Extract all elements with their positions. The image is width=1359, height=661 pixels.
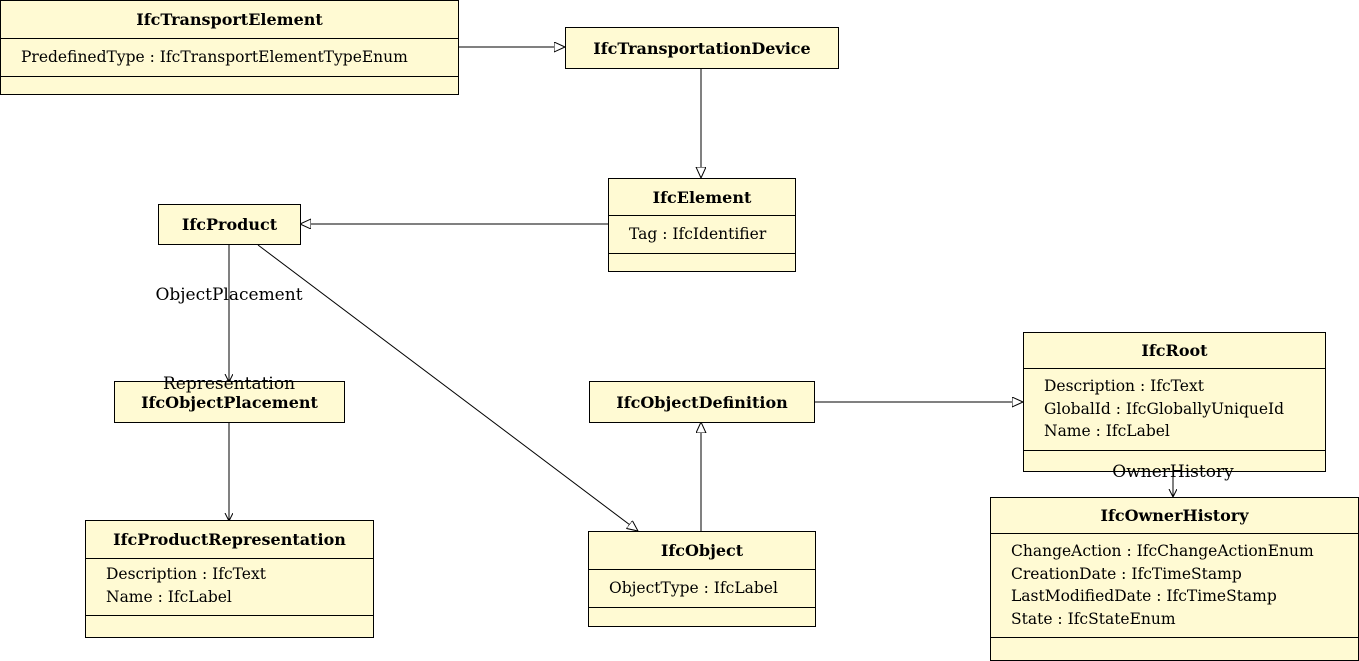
attribute-list: PredefinedType : IfcTransportElementType… bbox=[1, 38, 458, 76]
attribute: Description : IfcText bbox=[1044, 377, 1204, 395]
attribute-list: ObjectType : IfcLabel bbox=[589, 569, 815, 607]
attribute: LastModifiedDate : IfcTimeStamp bbox=[1011, 587, 1277, 605]
operations-compartment bbox=[1024, 449, 1325, 472]
role-label-representation: Representation bbox=[162, 374, 296, 394]
class-ifc-element: IfcElement Tag : IfcIdentifier bbox=[608, 178, 796, 272]
attribute-list: Description : IfcText GlobalId : IfcGlob… bbox=[1024, 368, 1325, 450]
class-name: IfcTransportElement bbox=[136, 10, 323, 29]
attribute-list: Tag : IfcIdentifier bbox=[609, 215, 795, 253]
attribute-list: ChangeAction : IfcChangeActionEnum Creat… bbox=[991, 533, 1358, 637]
attribute: CreationDate : IfcTimeStamp bbox=[1011, 564, 1242, 583]
class-name: IfcObjectDefinition bbox=[616, 392, 788, 412]
operations-compartment bbox=[1, 75, 458, 95]
operations-compartment bbox=[86, 615, 373, 637]
operations-compartment bbox=[609, 252, 795, 272]
attribute: Description : IfcText bbox=[106, 565, 266, 583]
attribute: ObjectType : IfcLabel bbox=[609, 579, 778, 597]
attribute: ChangeAction : IfcChangeActionEnum bbox=[1011, 542, 1314, 560]
class-name: IfcProductRepresentation bbox=[113, 530, 346, 549]
class-ifc-object: IfcObject ObjectType : IfcLabel bbox=[588, 531, 816, 627]
role-label-owner-history: OwnerHistory bbox=[1112, 462, 1234, 482]
operations-compartment bbox=[589, 606, 815, 627]
class-name: IfcTransportationDevice bbox=[593, 38, 811, 58]
attribute: Name : IfcLabel bbox=[106, 587, 232, 606]
attribute: Tag : IfcIdentifier bbox=[629, 225, 767, 243]
attribute: PredefinedType : IfcTransportElementType… bbox=[21, 48, 408, 66]
attribute: Name : IfcLabel bbox=[1044, 422, 1170, 440]
class-name: IfcOwnerHistory bbox=[1100, 506, 1249, 525]
class-ifc-owner-history: IfcOwnerHistory ChangeAction : IfcChange… bbox=[990, 497, 1359, 661]
class-name: IfcProduct bbox=[181, 215, 278, 234]
class-ifc-transport-element: IfcTransportElement PredefinedType : Ifc… bbox=[0, 0, 459, 95]
role-label-object-placement: ObjectPlacement bbox=[155, 285, 303, 305]
class-ifc-transportation-device: IfcTransportationDevice bbox=[565, 27, 839, 69]
attribute: GlobalId : IfcGloballyUniqueId bbox=[1044, 399, 1285, 418]
class-ifc-product-representation: IfcProductRepresentation Description : I… bbox=[85, 520, 374, 638]
edge-product-to-object bbox=[257, 244, 638, 531]
class-ifc-object-placement: IfcObjectPlacement bbox=[114, 381, 345, 423]
class-name: IfcObjectPlacement bbox=[141, 392, 318, 412]
class-ifc-root: IfcRoot Description : IfcText GlobalId :… bbox=[1023, 332, 1326, 472]
attribute-list: Description : IfcText Name : IfcLabel bbox=[86, 558, 373, 615]
class-name: IfcObject bbox=[660, 541, 744, 560]
class-name: IfcElement bbox=[652, 187, 752, 207]
class-ifc-product: IfcProduct bbox=[158, 204, 301, 245]
class-name: IfcRoot bbox=[1141, 341, 1208, 360]
class-ifc-object-definition: IfcObjectDefinition bbox=[589, 381, 815, 423]
attribute: State : IfcStateEnum bbox=[1011, 609, 1176, 628]
operations-compartment bbox=[991, 637, 1358, 660]
